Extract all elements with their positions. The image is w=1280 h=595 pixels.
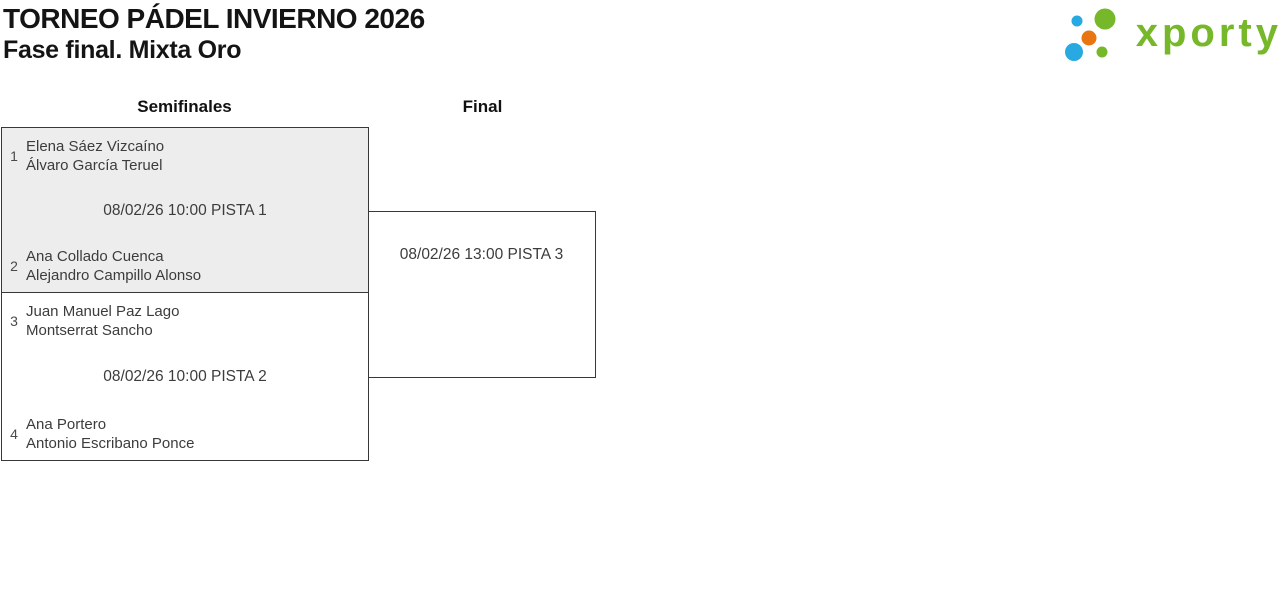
team-row: 1 Elena Sáez Vizcaíno Álvaro García Teru…: [2, 128, 368, 175]
player-name: Ana Collado Cuenca: [26, 248, 164, 265]
player-name: Juan Manuel Paz Lago: [26, 302, 180, 320]
team-row: 3 Juan Manuel Paz Lago Montserrat Sancho: [2, 293, 368, 340]
team-names: Elena Sáez Vizcaíno Álvaro García Teruel: [26, 137, 164, 175]
player-name: Montserrat Sancho: [26, 321, 153, 339]
seed-number: 1: [10, 148, 18, 164]
round-header-final: Final: [462, 97, 503, 116]
page-subtitle: Fase final. Mixta Oro: [3, 36, 242, 64]
player-name: Alejandro Campillo Alonso: [26, 267, 202, 284]
seed-number: 4: [10, 426, 18, 442]
match-schedule: 08/02/26 10:00 PISTA 2: [103, 368, 267, 386]
match-semifinal-1[interactable]: 1 Elena Sáez Vizcaíno Álvaro García Teru…: [1, 127, 369, 293]
xporty-wordmark: xporty: [1135, 11, 1280, 55]
team-names: Ana Portero Antonio Escribano Ponce: [26, 415, 194, 453]
title-block: TORNEO PÁDEL INVIERNO 2026 Fase final. M…: [3, 3, 425, 66]
round-header-semifinales: Semifinales: [137, 97, 232, 116]
team-row: 2 Ana Collado Cuenca Alejandro Campillo …: [2, 247, 368, 292]
team-names: Juan Manuel Paz Lago Montserrat Sancho: [26, 302, 179, 340]
player-name: Ana Portero: [26, 416, 107, 433]
page-title: TORNEO PÁDEL INVIERNO 2026: [3, 3, 425, 34]
player-name: Álvaro García Teruel: [26, 157, 163, 174]
xporty-logo-dots-icon: [1064, 8, 1116, 61]
match-final[interactable]: 08/02/26 13:00 PISTA 3: [367, 211, 596, 378]
match-schedule: 08/02/26 13:00 PISTA 3: [399, 246, 564, 263]
team-names: Ana Collado Cuenca Alejandro Campillo Al…: [26, 247, 201, 285]
seed-number: 2: [10, 258, 18, 274]
xporty-logo: xporty: [1055, 0, 1278, 72]
match-schedule: 08/02/26 10:00 PISTA 1: [103, 202, 267, 219]
seed-number: 3: [10, 312, 18, 329]
player-name: Elena Sáez Vizcaíno: [26, 138, 165, 155]
team-row: 4 Ana Portero Antonio Escribano Ponce: [2, 415, 368, 460]
player-name: Antonio Escribano Ponce: [26, 435, 195, 452]
match-semifinal-2[interactable]: 3 Juan Manuel Paz Lago Montserrat Sancho…: [1, 291, 369, 461]
